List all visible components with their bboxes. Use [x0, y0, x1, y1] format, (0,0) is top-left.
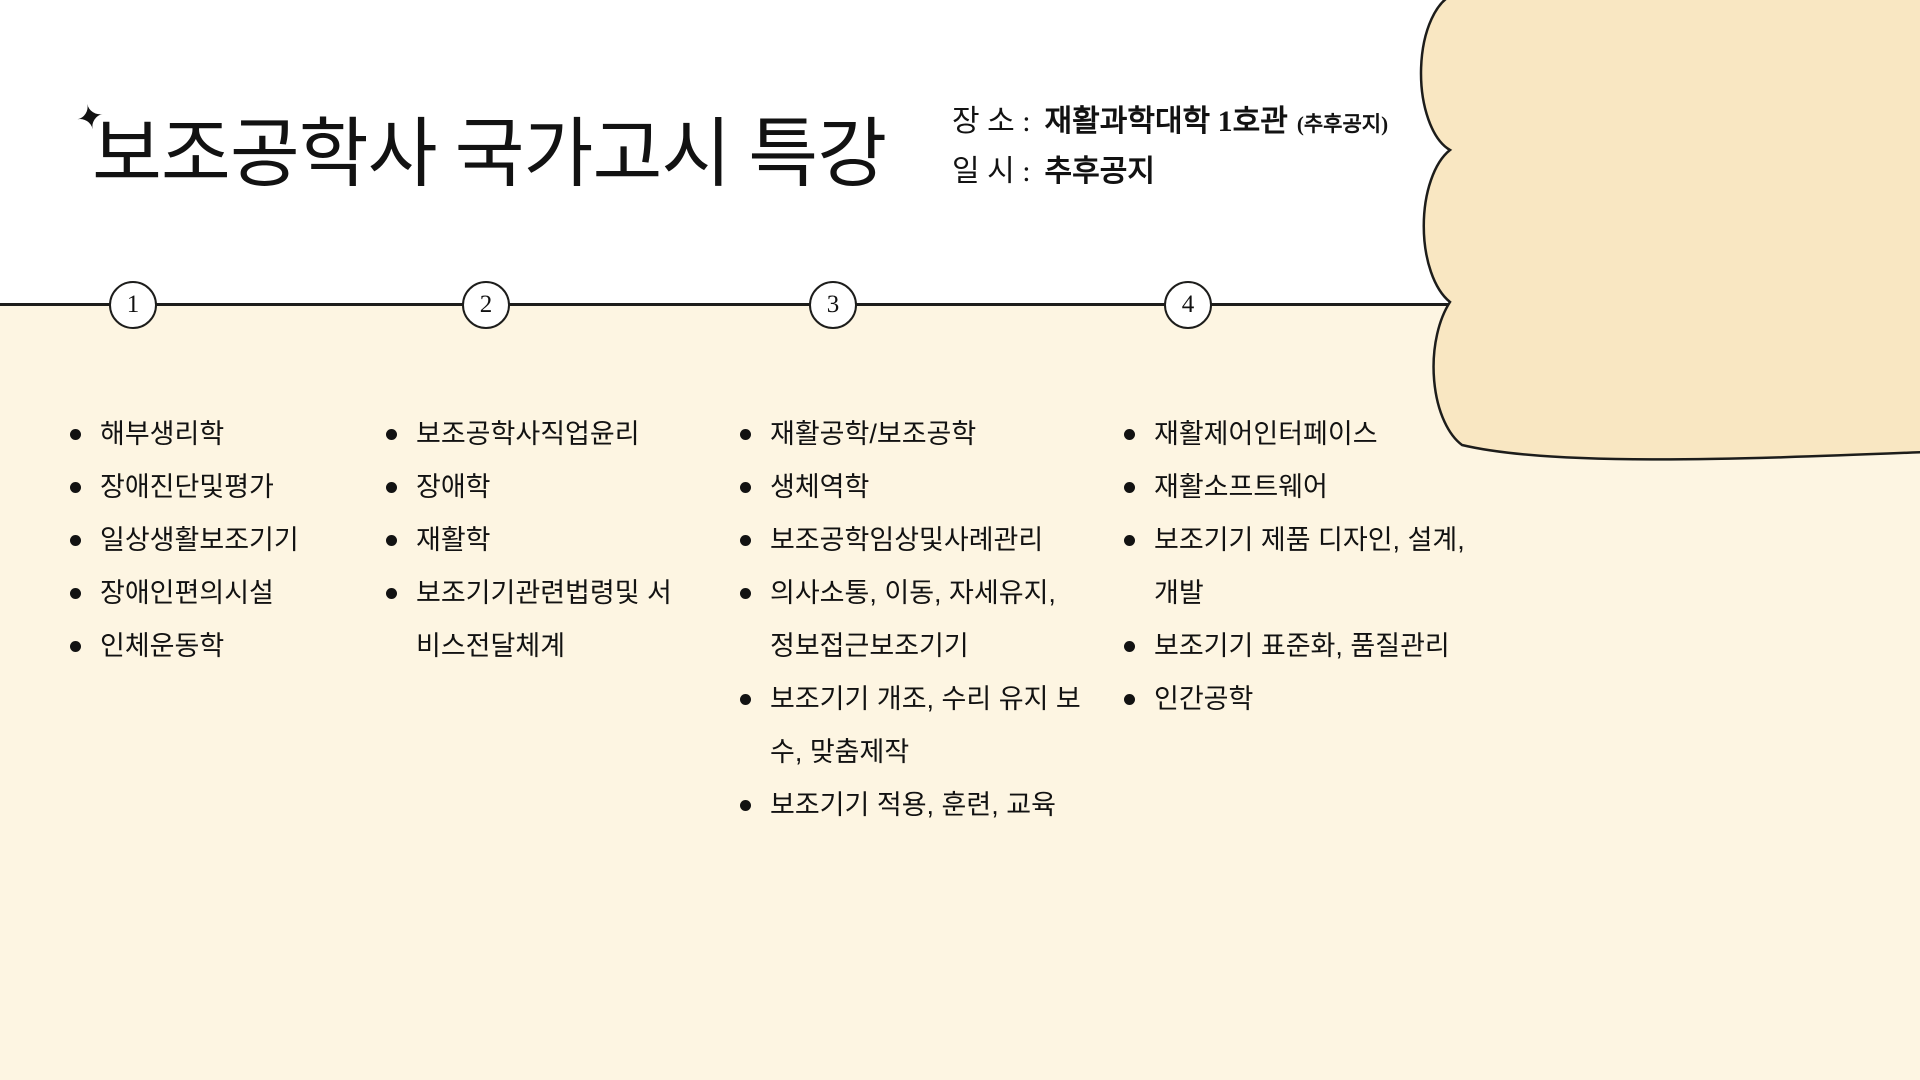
- bullet-icon: [1124, 641, 1135, 652]
- bullet-icon: [386, 482, 397, 493]
- list-item-text: 보조기기 적용, 훈련, 교육: [770, 790, 1056, 820]
- list-item-text: 보조공학임상및사례관리: [770, 525, 1044, 555]
- list-item-text: 장애인편의시설: [100, 578, 274, 608]
- scalloped-edge-decoration: [1419, 0, 1920, 461]
- bullet-icon: [386, 535, 397, 546]
- list-item: 해부생리학: [70, 408, 365, 461]
- bullet-icon: [740, 429, 751, 440]
- list-item-text: 인간공학: [1154, 684, 1254, 714]
- list-item-text: 의사소통, 이동, 자세유지, 정보접근보조기기: [770, 578, 1056, 661]
- list-item: 재활소프트웨어: [1124, 461, 1492, 514]
- list-item-text: 보조기기관련법령및 서비스전달체계: [416, 578, 672, 661]
- timeline-line: [0, 303, 1452, 306]
- list-item: 보조공학사직업윤리: [386, 408, 691, 461]
- list-item: 보조기기 제품 디자인, 설계, 개발: [1124, 514, 1492, 620]
- list-item: 장애인편의시설: [70, 567, 365, 620]
- timeline-step-1: 1: [109, 281, 157, 329]
- bullet-icon: [740, 694, 751, 705]
- time-value: 추후공지: [1044, 155, 1155, 188]
- list-item: 인체운동학: [70, 620, 365, 673]
- list-item: 보조기기 개조, 수리 유지 보수, 맞춤제작: [740, 673, 1088, 779]
- list-item-text: 장애학: [416, 472, 491, 502]
- bullet-icon: [1124, 535, 1135, 546]
- bullet-icon: [386, 429, 397, 440]
- bullet-icon: [1124, 694, 1135, 705]
- list-item-text: 해부생리학: [100, 419, 225, 449]
- list-item: 재활제어인터페이스: [1124, 408, 1492, 461]
- list-item: 장애진단및평가: [70, 461, 365, 514]
- timeline-step-2: 2: [462, 281, 510, 329]
- place-label: 장 소 :: [952, 105, 1031, 138]
- list-item: 생체역학: [740, 461, 1088, 514]
- list-item-text: 생체역학: [770, 472, 870, 502]
- list-item-text: 재활제어인터페이스: [1154, 419, 1378, 449]
- step-number: 4: [1181, 291, 1195, 318]
- bullet-icon: [740, 482, 751, 493]
- bullet-icon: [1124, 482, 1135, 493]
- list-item-text: 재활학: [416, 525, 491, 555]
- timeline-step-4: 4: [1164, 281, 1212, 329]
- list-item-text: 인체운동학: [100, 631, 225, 661]
- bullet-icon: [740, 588, 751, 599]
- list-item: 일상생활보조기기: [70, 514, 365, 567]
- bullet-icon: [70, 482, 81, 493]
- list-item: 인간공학: [1124, 673, 1492, 726]
- bullet-icon: [70, 535, 81, 546]
- slide-title: 보조공학사 국가고시 특강: [92, 113, 887, 197]
- list-item: 보조기기 적용, 훈련, 교육: [740, 779, 1088, 832]
- bullet-icon: [740, 535, 751, 546]
- timeline-step-3: 3: [809, 281, 857, 329]
- step-number: 2: [479, 291, 493, 318]
- list-item-text: 재활공학/보조공학: [770, 419, 977, 449]
- place-row: 장 소 : 재활과학대학 1호관 (추후공지): [952, 98, 1388, 148]
- list-item-text: 보조공학사직업윤리: [416, 419, 640, 449]
- bullet-icon: [70, 588, 81, 599]
- list-item: 재활공학/보조공학: [740, 408, 1088, 461]
- bullet-icon: [1124, 429, 1135, 440]
- list-item: 보조기기관련법령및 서비스전달체계: [386, 567, 691, 673]
- list-item: 장애학: [386, 461, 691, 514]
- time-label: 일 시 :: [952, 155, 1031, 188]
- place-note: (추후공지): [1296, 112, 1389, 136]
- event-info: 장 소 : 재활과학대학 1호관 (추후공지) 일 시 : 추후공지: [952, 98, 1388, 195]
- list-item: 보조공학임상및사례관리: [740, 514, 1088, 567]
- list-item-text: 보조기기 개조, 수리 유지 보수, 맞춤제작: [770, 684, 1081, 767]
- time-row: 일 시 : 추후공지: [952, 148, 1388, 195]
- bullet-icon: [386, 588, 397, 599]
- list-item: 의사소통, 이동, 자세유지, 정보접근보조기기: [740, 567, 1088, 673]
- list-item-text: 보조기기 표준화, 품질관리: [1154, 631, 1450, 661]
- bullet-icon: [740, 800, 751, 811]
- step-number: 1: [126, 291, 140, 318]
- list-item-text: 장애진단및평가: [100, 472, 274, 502]
- list-item-text: 보조기기 제품 디자인, 설계, 개발: [1154, 525, 1465, 608]
- list-item: 보조기기 표준화, 품질관리: [1124, 620, 1492, 673]
- bullet-icon: [70, 641, 81, 652]
- bullet-icon: [70, 429, 81, 440]
- list-item-text: 일상생활보조기기: [100, 525, 299, 555]
- list-item-text: 재활소프트웨어: [1154, 472, 1328, 502]
- place-value: 재활과학대학 1호관: [1044, 105, 1288, 138]
- list-item: 재활학: [386, 514, 691, 567]
- step-number: 3: [826, 291, 840, 318]
